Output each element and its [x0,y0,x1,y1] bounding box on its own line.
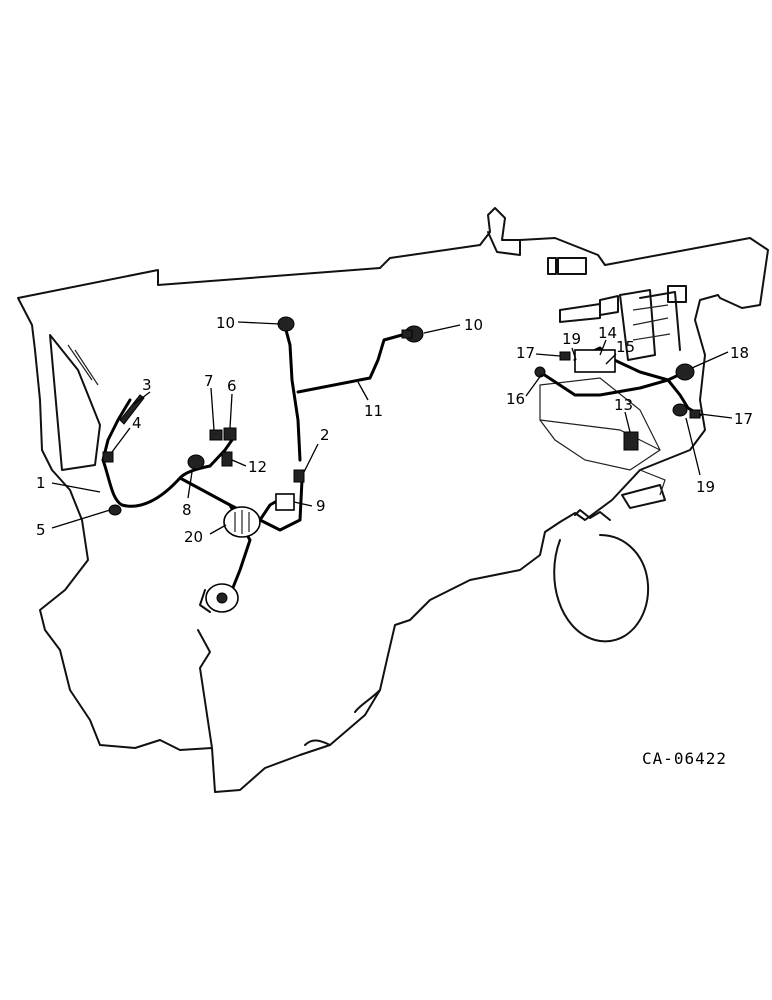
horn-18 [675,363,695,381]
headlamp-left [277,316,295,332]
callout-10-right: 10 [464,316,483,334]
callout-9: 9 [316,497,326,515]
callout-6: 6 [227,377,237,395]
connector-8 [187,454,205,470]
component-2 [293,469,305,483]
connector-16 [534,366,546,378]
callout-12: 12 [248,458,267,476]
relay-9 [275,493,295,511]
callout-17-right: 17 [734,410,753,428]
callout-1: 1 [36,474,46,492]
callout-18: 18 [730,344,749,362]
callout-3: 3 [142,376,152,394]
connector-5 [108,504,122,516]
callout-16: 16 [506,390,525,408]
callout-17-left: 17 [516,344,535,362]
callout-10-left: 10 [216,314,235,332]
switch-6 [223,427,237,441]
callout-labels: 1 2 3 4 5 6 7 8 9 10 10 11 12 13 14 15 1… [36,314,753,546]
connector-17-right [689,409,701,419]
callout-20: 20 [184,528,203,546]
callout-11: 11 [364,402,383,420]
component-13 [623,431,639,451]
lamp-19-right [672,403,688,417]
drawing-id: CA-06422 [642,749,727,768]
connector-17-left [559,351,571,361]
components [102,316,701,613]
component-3 [119,394,145,425]
component-12 [221,451,233,467]
callout-19-top: 19 [562,330,581,348]
component-4 [102,451,114,463]
callout-7: 7 [204,372,214,390]
callout-2: 2 [320,426,330,444]
callout-19-bottom: 19 [696,478,715,496]
combine-body-outline [17,207,769,793]
callout-8: 8 [182,501,192,519]
callout-15: 15 [616,338,635,356]
callout-14: 14 [598,324,617,342]
callout-5: 5 [36,521,46,539]
switch-7 [209,429,223,441]
panel-14 [574,349,616,373]
leader-lines [51,321,733,535]
callout-4: 4 [132,414,142,432]
callout-13: 13 [614,396,633,414]
